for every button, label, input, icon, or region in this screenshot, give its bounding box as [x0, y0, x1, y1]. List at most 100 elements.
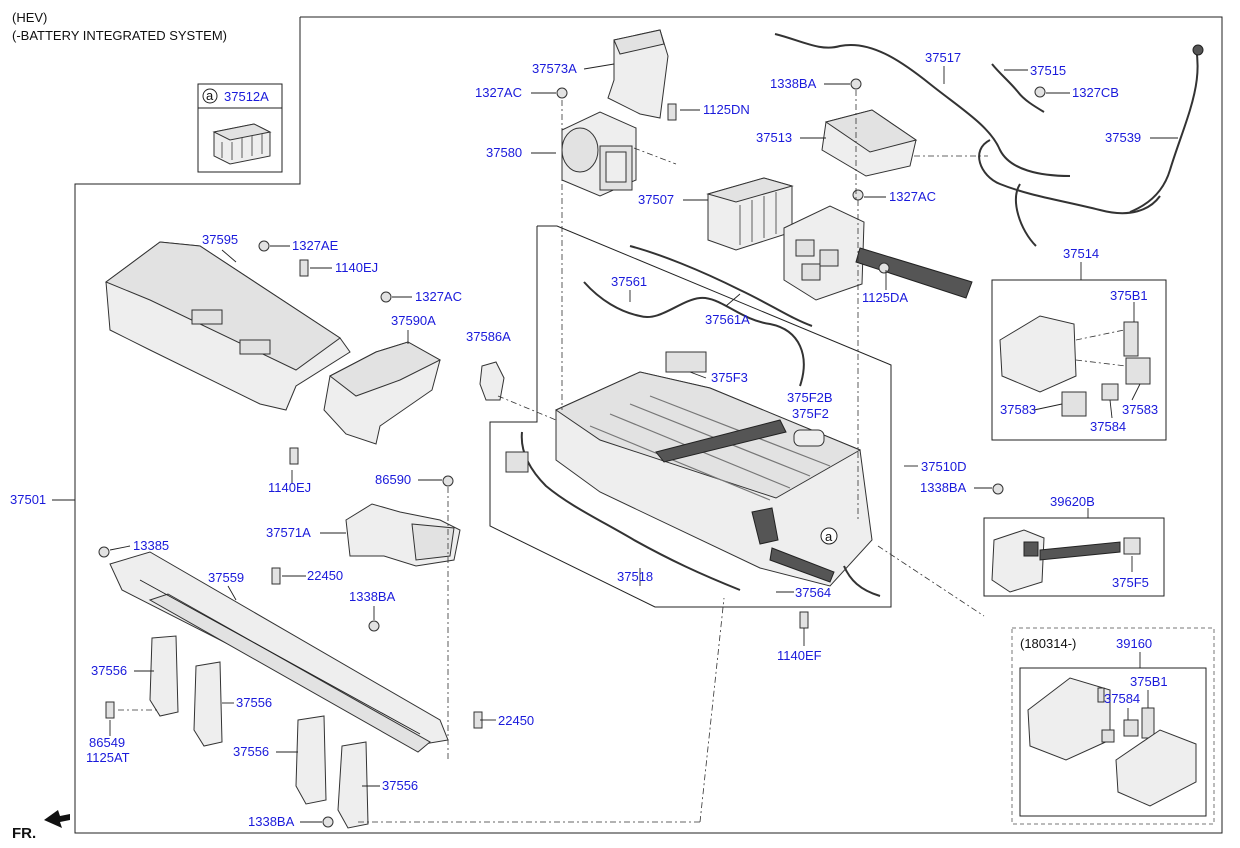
controller-37507-icon [706, 177, 794, 251]
bracket-37556-b-icon [193, 661, 223, 747]
frame-37559-icon [109, 551, 449, 753]
label-1125DA[interactable]: 1125DA [862, 290, 908, 305]
label-37507[interactable]: 37507 [638, 192, 674, 207]
label-37515[interactable]: 37515 [1030, 63, 1066, 78]
label-1338BA-mid[interactable]: 1338BA [349, 589, 396, 604]
bracket-37556-c-icon [295, 715, 327, 805]
cover-37590A-icon [323, 341, 442, 445]
label-375B1-dated[interactable]: 375B1 [1130, 674, 1168, 689]
bracket-37586A-icon [479, 361, 505, 401]
label-37561[interactable]: 37561 [611, 274, 647, 289]
label-13385[interactable]: 13385 [133, 538, 169, 553]
label-1338BA-bot[interactable]: 1338BA [248, 814, 295, 829]
label-37559[interactable]: 37559 [208, 570, 244, 585]
label-37556-d[interactable]: 37556 [382, 778, 418, 793]
label-86590[interactable]: 86590 [375, 472, 411, 487]
duct-37571A-icon [345, 503, 461, 567]
label-37583-left[interactable]: 37583 [1000, 402, 1036, 417]
label-date-code: (180314-) [1020, 636, 1076, 651]
main-frame [74, 16, 1223, 834]
inset-37512A-marker: a [206, 88, 214, 103]
wiring-harness-37539-icon [1129, 44, 1204, 213]
wiring-harness-37517-icon [774, 33, 1161, 247]
label-375F2[interactable]: 375F2 [792, 406, 829, 421]
label-37590A[interactable]: 37590A [391, 313, 436, 328]
callout-a-circle-main [820, 527, 838, 545]
front-direction-arrow-icon [44, 810, 70, 828]
relay-assembly-icon [783, 205, 973, 301]
label-375F5[interactable]: 375F5 [1112, 575, 1149, 590]
module-37513-icon [821, 109, 918, 177]
inset-37514 [991, 279, 1167, 441]
callout-a-marker: a [825, 529, 833, 544]
inset-37512A-label[interactable]: 37512A [224, 89, 269, 104]
label-37518[interactable]: 37518 [617, 569, 653, 584]
label-375B1-relay[interactable]: 375B1 [1110, 288, 1148, 303]
label-37539[interactable]: 37539 [1105, 130, 1141, 145]
cable-37518-icon [505, 431, 741, 591]
label-1125AT[interactable]: 1125AT [86, 750, 130, 765]
duct-37573A-icon [607, 29, 669, 119]
battery-tray-icon: a [554, 371, 873, 587]
label-1140EJ-top[interactable]: 1140EJ [335, 260, 378, 275]
header-line-2: (-BATTERY INTEGRATED SYSTEM) [12, 28, 227, 43]
label-375F3[interactable]: 375F3 [711, 370, 748, 385]
fuse-375F2-icon [793, 429, 825, 447]
label-37517[interactable]: 37517 [925, 50, 961, 65]
label-37595[interactable]: 37595 [202, 232, 238, 247]
label-1327AC-top[interactable]: 1327AC [475, 85, 522, 100]
label-37586A[interactable]: 37586A [466, 329, 511, 344]
label-37584-dated[interactable]: 37584 [1104, 691, 1140, 706]
label-39160[interactable]: 39160 [1116, 636, 1152, 651]
label-37513[interactable]: 37513 [756, 130, 792, 145]
inset-39160 [1011, 627, 1215, 825]
label-37501[interactable]: 37501 [10, 492, 46, 507]
label-37580[interactable]: 37580 [486, 145, 522, 160]
bracket-37556-a-icon [149, 635, 179, 717]
label-22450-bot[interactable]: 22450 [498, 713, 534, 728]
label-22450-top[interactable]: 22450 [307, 568, 343, 583]
label-37573A[interactable]: 37573A [532, 61, 577, 76]
header-line-1: (HEV) [12, 10, 47, 25]
label-39620B[interactable]: 39620B [1050, 494, 1095, 509]
label-37556-a[interactable]: 37556 [91, 663, 127, 678]
inset-37512A: a 37512A [197, 83, 283, 173]
reference-lines [118, 90, 988, 823]
label-37556-b[interactable]: 37556 [236, 695, 272, 710]
label-1327AC-left[interactable]: 1327AC [415, 289, 462, 304]
label-37583-right[interactable]: 37583 [1122, 402, 1158, 417]
label-1140EJ-bot[interactable]: 1140EJ [268, 480, 311, 495]
label-375F2B[interactable]: 375F2B [787, 390, 833, 405]
bracket-37556-d-icon [337, 741, 369, 829]
inset-labels: 37514 375B1 37583 37583 37584 39620B 375… [1000, 246, 1168, 706]
front-direction-label: FR. [12, 825, 36, 842]
label-37584-relay[interactable]: 37584 [1090, 419, 1126, 434]
callout-a-circle [202, 88, 218, 104]
leader-lines [52, 63, 1178, 823]
label-1327CB[interactable]: 1327CB [1072, 85, 1119, 100]
label-1140EF[interactable]: 1140EF [777, 648, 822, 663]
label-37564[interactable]: 37564 [795, 585, 831, 600]
label-37510D[interactable]: 37510D [921, 459, 967, 474]
fasteners-icons [98, 78, 1046, 828]
label-86549[interactable]: 86549 [89, 735, 125, 750]
label-1327AE[interactable]: 1327AE [292, 238, 339, 253]
bms-module-icon [212, 123, 272, 165]
inset-39620B [983, 517, 1165, 597]
label-1327AC-mid[interactable]: 1327AC [889, 189, 936, 204]
label-37561A[interactable]: 37561A [705, 312, 750, 327]
wiring-harness-37515-icon [991, 63, 1045, 113]
part-labels: 37573A 1327AC 1125DN 37580 37517 1338BA … [10, 50, 1141, 829]
label-37571A[interactable]: 37571A [266, 525, 311, 540]
battery-subassembly-frame [489, 225, 892, 608]
blower-fan-37580-icon [561, 111, 637, 197]
cover-37595-icon [104, 241, 351, 411]
cable-37564-icon [843, 565, 881, 597]
label-37514[interactable]: 37514 [1063, 246, 1099, 261]
label-1125DN[interactable]: 1125DN [703, 102, 750, 117]
label-37556-c[interactable]: 37556 [233, 744, 269, 759]
label-1338BA-right[interactable]: 1338BA [920, 480, 967, 495]
label-1338BA-top[interactable]: 1338BA [770, 76, 817, 91]
harness-37561-icon [583, 245, 813, 387]
